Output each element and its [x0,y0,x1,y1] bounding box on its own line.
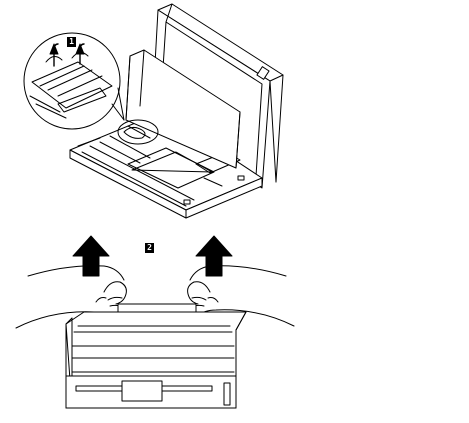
detail-callout [23,32,125,130]
laptop-illustration [69,3,284,219]
step-1-badge: 1 [67,37,76,47]
diskette-drive [65,311,247,409]
up-arrow-left [72,235,110,277]
callout-detail-art [29,43,113,119]
step-2-badge: 2 [145,243,154,253]
drive-panel [125,49,241,169]
up-arrow-right [195,235,233,277]
latch-callout-circle [117,119,159,145]
laptop-base [69,111,263,219]
removal-illustration [15,235,295,409]
